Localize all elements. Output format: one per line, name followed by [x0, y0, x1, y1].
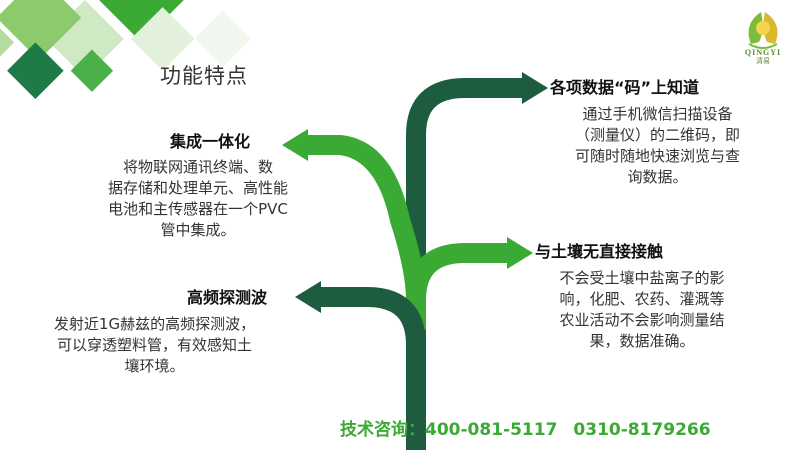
- feature-line: 果，数据准确。: [589, 332, 695, 350]
- page-title: 功能特点: [160, 64, 248, 88]
- feature-line: 管中集成。: [160, 221, 236, 239]
- feature-radio-text: 发射近1G赫兹的高频探测波， 可以穿透塑料管，有效感知土 壤环境。: [12, 314, 297, 377]
- branch-to-radio: [318, 287, 426, 420]
- feature-noncontact-heading: 与土壤无直接接触: [535, 242, 664, 261]
- feature-qrcode-heading: 各项数据“码”上知道: [550, 78, 700, 97]
- feature-radio-heading: 高频探测波: [187, 288, 268, 307]
- feature-line: 响，化肥、农药、灌溉等: [559, 290, 725, 308]
- arrow-right-noncontact-icon: [507, 237, 533, 269]
- contact-phone-1: 400-081-5117: [425, 420, 558, 440]
- feature-integration-text: 将物联网通讯终端、数 据存储和处理单元、高性能 电池和主传感器在一个PVC 管中…: [98, 157, 298, 241]
- feature-line: （测量仪）的二维码，即: [574, 126, 740, 144]
- contact-phone-2: 0310-8179266: [573, 420, 711, 440]
- arrow-right-qrcode-icon: [522, 72, 548, 104]
- branch-to-integration: [305, 135, 426, 301]
- feature-qrcode-text: 通过手机微信扫描设备 （测量仪）的二维码，即 可随时随地快速浏览与查 询数据。: [535, 104, 780, 188]
- logo-name: QINGYI: [744, 48, 782, 57]
- feature-noncontact-text: 不会受土壤中盐离子的影 响，化肥、农药、灌溉等 农业活动不会影响测量结 果，数据…: [522, 268, 762, 352]
- arrow-left-integration-icon: [282, 129, 308, 161]
- feature-line: 可随时随地快速浏览与查: [574, 147, 740, 165]
- feature-line: 将物联网通讯终端、数: [122, 158, 273, 176]
- feature-line: 发射近1G赫兹的高频探测波，: [53, 315, 256, 333]
- feature-line: 农业活动不会影响测量结: [559, 311, 725, 329]
- feature-line: 电池和主传感器在一个PVC: [108, 200, 288, 218]
- feature-line: 壤环境。: [124, 357, 185, 375]
- feature-line: 据存储和处理单元、高性能: [107, 179, 288, 197]
- feature-line: 不会受土壤中盐离子的影: [559, 269, 725, 287]
- feature-line: 通过手机微信扫描设备: [582, 105, 733, 123]
- contact-label: 技术咨询：: [340, 420, 425, 440]
- corner-decoration: [0, 0, 252, 99]
- feature-line: 询数据。: [627, 168, 688, 186]
- feature-integration-heading: 集成一体化: [170, 132, 251, 151]
- logo-subtitle: 清易: [756, 57, 770, 65]
- trunk-to-qrcode-branch: [406, 78, 525, 450]
- feature-line: 可以穿透塑料管，有效感知土: [56, 336, 252, 354]
- branch-to-noncontact: [406, 243, 510, 330]
- leaf-logo-icon: [748, 12, 778, 49]
- contact-info: 技术咨询：400-081-5117 0310-8179266: [340, 418, 711, 442]
- arrow-left-radio-icon: [295, 281, 321, 313]
